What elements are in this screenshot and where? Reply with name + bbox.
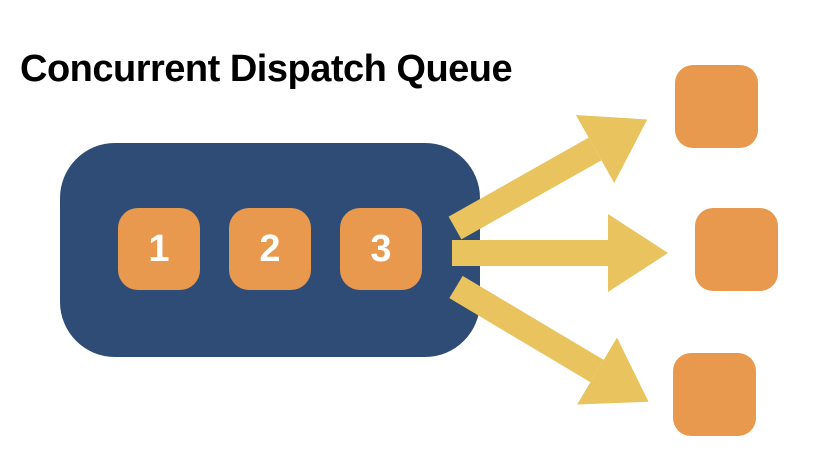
dispatched-task-top: [675, 65, 758, 148]
queue-task-3: 3: [340, 208, 422, 290]
queue-task-3-label: 3: [370, 228, 392, 270]
queue-task-2: 2: [229, 208, 311, 290]
queue-task-1-label: 1: [148, 228, 170, 270]
diagram-title: Concurrent Dispatch Queue: [20, 48, 513, 90]
dispatched-task-bottom: [673, 353, 756, 436]
queue-task-1: 1: [118, 208, 200, 290]
queue-task-2-label: 2: [259, 228, 281, 270]
dispatched-task-middle: [695, 208, 778, 291]
dispatch-queue-box: 1 2 3: [60, 143, 480, 357]
